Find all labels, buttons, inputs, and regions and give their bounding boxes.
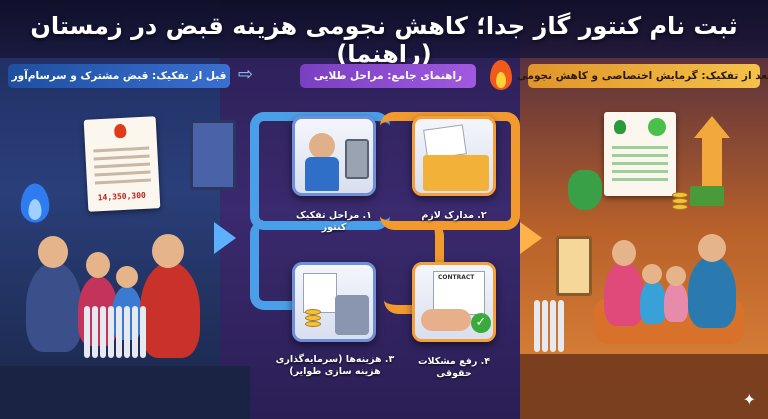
arrow-icon [520, 222, 542, 254]
step-label-3: ۳. هزینه‌ها (سرمایه‌گذاری هزینه سازی طوا… [275, 354, 395, 377]
blue-pipe [250, 220, 310, 310]
avatar [116, 266, 138, 288]
contract-label: CONTRACT [438, 274, 475, 281]
flame-icon [20, 183, 50, 223]
avatar [612, 240, 636, 266]
step-card-documents [412, 116, 496, 196]
up-arrow-icon [694, 116, 730, 138]
flame-icon [490, 60, 512, 90]
banner-before: قبل از تفکیک: قبض مشترک و سرسام‌آور [8, 64, 230, 88]
avatar [642, 264, 662, 284]
smiley-icon [648, 118, 666, 136]
floor [520, 354, 768, 419]
invoice-icon [303, 273, 337, 313]
radiator [534, 300, 564, 352]
avatar [152, 234, 184, 268]
bill-amount: 14,350,300 [97, 190, 147, 203]
money-bag-icon [568, 170, 602, 210]
person-mother-warm [604, 262, 644, 326]
arrow-icon: ⇨ [238, 64, 254, 85]
person-grandfather-cold [140, 262, 200, 358]
window [556, 236, 592, 296]
contract-icon: CONTRACT [433, 271, 485, 315]
gas-meter-icon [345, 139, 369, 179]
sparkle-icon: ✦ [742, 390, 756, 409]
step-label-4: ۴. رفع مشکلات حقوقی [417, 356, 491, 379]
banner-guide: راهنمای جامع: مراحل طلایی [300, 64, 476, 88]
shared-bill-document: 14,350,300 [83, 116, 161, 212]
check-icon: ✓ [471, 313, 491, 333]
person-child-warm [664, 282, 688, 322]
step-label-2: ۲. مدارک لازم [421, 210, 487, 221]
person-father-warm [688, 256, 736, 328]
page-title: ثبت نام کنتور گاز جدا؛ کاهش نجومی هزینه … [30, 12, 738, 68]
floor [0, 366, 250, 419]
person-child-warm [640, 280, 666, 324]
avatar [38, 236, 68, 268]
separate-bill-document [604, 112, 676, 196]
step-card-costs [292, 262, 376, 342]
flame-icon [614, 120, 626, 134]
window [190, 120, 236, 190]
handshake-icon [421, 309, 471, 331]
arrow-icon [214, 222, 236, 254]
person-father-cold [26, 262, 82, 352]
calculator-icon [335, 295, 369, 335]
folder-icon [423, 155, 489, 191]
avatar [666, 266, 686, 286]
cash-icon [690, 186, 724, 206]
radiator [84, 306, 146, 358]
flame-icon [113, 123, 127, 139]
avatar [86, 252, 110, 278]
step-label-1: ۱. مراحل تفکیک کنتور [296, 210, 372, 233]
banner-after: بعد از تفکیک: گرمایش اختصاصی و کاهش نجوم… [517, 64, 768, 88]
avatar [698, 234, 726, 262]
title-bar: ثبت نام کنتور گاز جدا؛ کاهش نجومی هزینه … [0, 0, 768, 68]
step-card-legal: CONTRACT ✓ [412, 262, 496, 342]
technician-icon [309, 133, 335, 159]
step-card-meter-separation [292, 116, 376, 196]
